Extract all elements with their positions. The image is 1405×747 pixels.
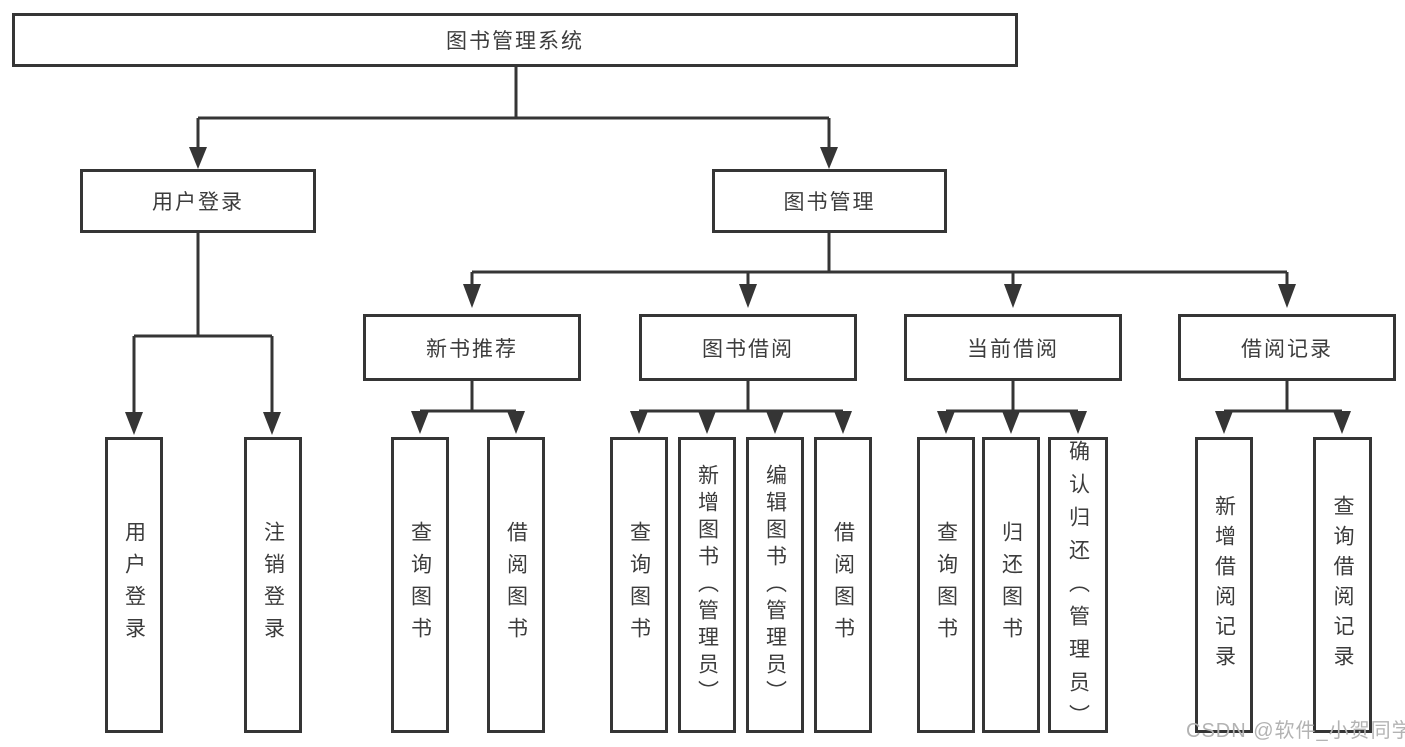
leaf-user-login: 用户登录 [105,437,163,733]
leaf-add-borrow-record: 新增借阅记录 [1195,437,1253,733]
watermark: CSDN @软件_小贺同学 [1186,720,1405,742]
leaf-return-book: 归还图书 [982,437,1040,733]
leaf-edit-book-admin: 编辑图书（管理员） [746,437,804,733]
leaf-borrow-books: 借阅图书 [814,437,872,733]
node-new-book-recommend: 新书推荐 [363,314,581,381]
node-library-management-system: 图书管理系统 [12,13,1018,67]
node-borrow-records: 借阅记录 [1178,314,1396,381]
leaf-add-book-admin: 新增图书（管理员） [678,437,736,733]
leaf-query-books-current: 查询图书 [917,437,975,733]
node-book-management: 图书管理 [712,169,947,233]
node-current-borrow: 当前借阅 [904,314,1122,381]
leaf-borrow-books-recommend: 借阅图书 [487,437,545,733]
leaf-query-books-borrow: 查询图书 [610,437,668,733]
leaf-confirm-return-admin: 确认归还（管理员） [1048,437,1108,737]
node-book-borrow: 图书借阅 [639,314,857,381]
leaf-query-borrow-record: 查询借阅记录 [1313,437,1372,733]
leaf-query-books-recommend: 查询图书 [391,437,449,733]
node-user-login: 用户登录 [80,169,316,233]
leaf-logout: 注销登录 [244,437,302,733]
